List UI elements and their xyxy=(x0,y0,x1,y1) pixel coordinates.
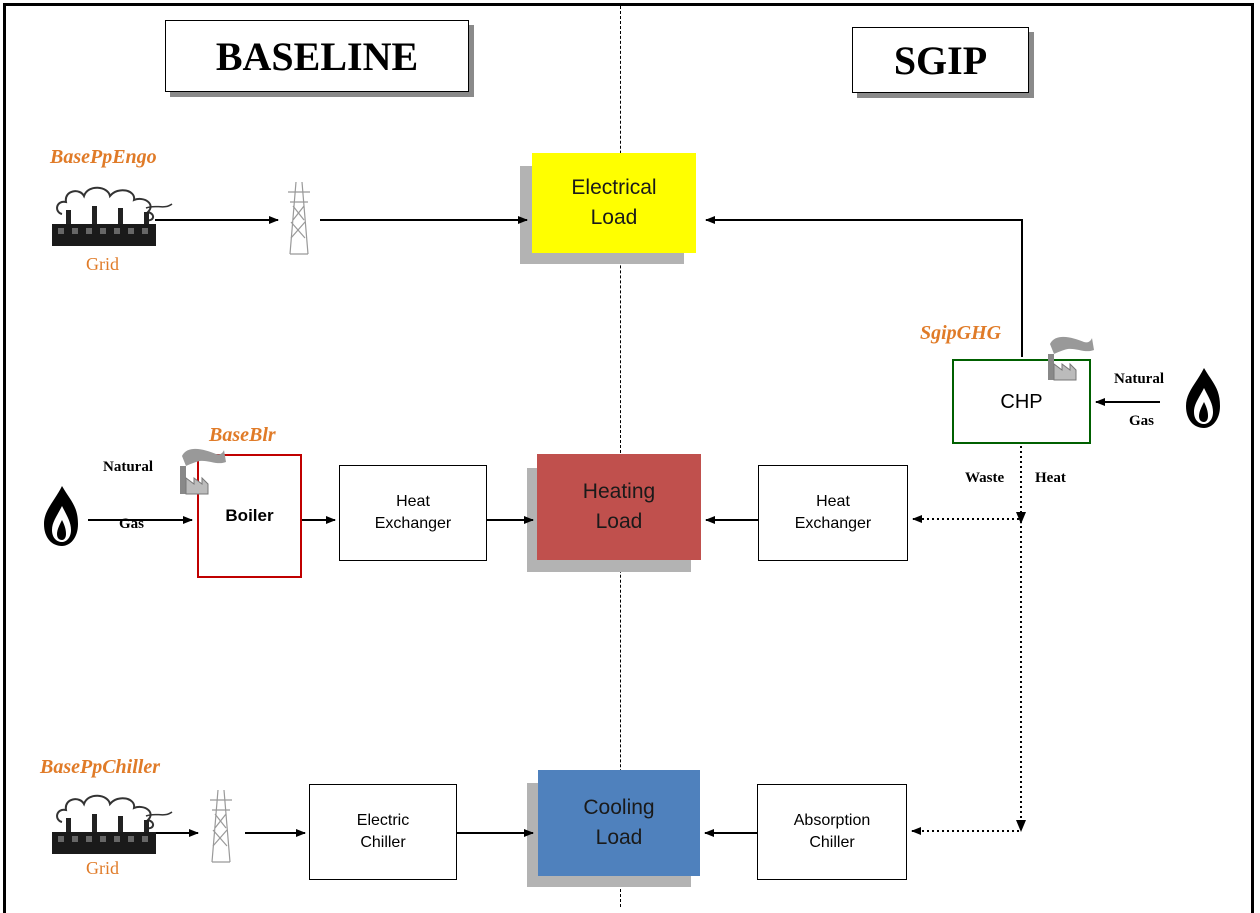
transmission-tower-icon xyxy=(288,181,310,255)
heat-exchanger-baseline-label: Heat Exchanger xyxy=(374,493,452,532)
natural-gas-label-natural-left: Natural xyxy=(103,459,153,475)
waste-heat-label-waste: Waste xyxy=(965,470,1005,486)
electrical-load-label: Electrical Load xyxy=(571,176,657,229)
heat-exchanger-sgip-label: Heat Exchanger xyxy=(794,493,872,532)
tag-base-pp-chiller: BasePpChiller xyxy=(40,756,161,778)
power-plant-icon xyxy=(52,794,173,854)
absorption-chiller-box: Absorption Chiller xyxy=(757,784,907,880)
arrow-chp-to-electrical-load xyxy=(705,216,1023,357)
chp-label: CHP xyxy=(1000,390,1043,413)
heat-exchanger-sgip: Heat Exchanger xyxy=(758,465,908,561)
tag-base-blr: BaseBlr xyxy=(209,424,276,446)
electric-chiller-box: Electric Chiller xyxy=(309,784,457,880)
heating-load: Heating Load xyxy=(537,454,701,560)
power-plant-icon xyxy=(52,186,173,246)
baseline-header-text: BASELINE xyxy=(215,33,419,79)
natural-gas-label-natural-right: Natural xyxy=(1114,371,1164,387)
boiler-box: Boiler xyxy=(197,454,302,578)
grid-label-bottom: Grid xyxy=(86,858,119,878)
natural-gas-label-gas-right: Gas xyxy=(1129,413,1155,429)
electrical-load: Electrical Load xyxy=(532,153,696,253)
heat-exchanger-baseline: Heat Exchanger xyxy=(339,465,487,561)
gas-flame-icon xyxy=(44,486,78,546)
absorption-chiller-label: Absorption Chiller xyxy=(793,812,871,851)
tag-base-pp-engo: BasePpEngo xyxy=(50,146,157,168)
electric-chiller-label: Electric Chiller xyxy=(356,812,410,851)
gas-flame-icon xyxy=(1186,368,1220,428)
factory-icon xyxy=(180,448,226,495)
waste-heat-arrowhead-a xyxy=(1016,512,1026,524)
grid-label-top: Grid xyxy=(86,254,119,274)
sgip-header-text: SGIP xyxy=(893,37,988,83)
factory-icon xyxy=(1048,336,1094,381)
waste-heat-label-heat: Heat xyxy=(1035,470,1066,486)
tag-sgip-ghg: SgipGHG xyxy=(920,322,1002,344)
boiler-label: Boiler xyxy=(225,506,274,525)
heating-load-label: Heating Load xyxy=(582,480,656,533)
sgip-header: SGIP xyxy=(852,27,1029,93)
waste-heat-arrowhead-b xyxy=(1016,820,1026,832)
baseline-header: BASELINE xyxy=(165,20,469,92)
cooling-load: Cooling Load xyxy=(538,770,700,876)
diagram-frame xyxy=(3,3,1254,913)
cooling-load-label: Cooling Load xyxy=(583,796,655,849)
transmission-tower-icon xyxy=(210,789,232,863)
